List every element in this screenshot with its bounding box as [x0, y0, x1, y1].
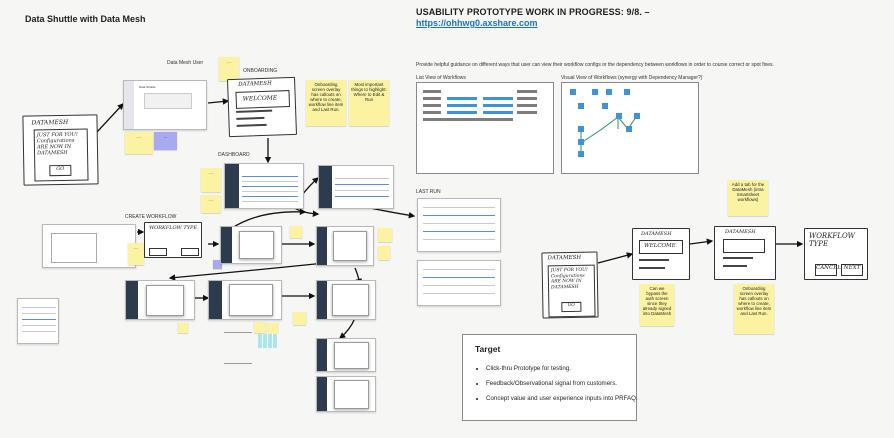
welcome-right-title: DATAMESH [641, 231, 672, 237]
sticky-config-3 [267, 323, 278, 334]
last-run-label: LAST RUN [416, 189, 441, 195]
sticky-note-1: ... [125, 132, 153, 154]
data-mesh-user-label: Data Mesh User [167, 60, 204, 66]
create-workflow-screen [42, 224, 136, 268]
sketch-cancel-button: CANCEL [815, 264, 841, 276]
sticky-bypass-auth: Can we bypass the auth screen since they… [640, 284, 674, 326]
sticky-dashboard-2: ... [201, 195, 221, 213]
create-workflow-label: CREATE WORKFLOW [125, 214, 177, 220]
sticky-create-5 [378, 246, 390, 260]
workflow-type-small-text: WORKFLOW TYPE [149, 225, 198, 231]
workflow-type-sketch-small: WORKFLOW TYPE [144, 222, 202, 258]
board-title: Data Shuttle with Data Mesh [25, 14, 146, 24]
right-sketch-dialog: JUST FOR YOU! Configurations ARE NOW IN … [547, 264, 596, 318]
status-title: USABILITY PROTOTYPE WORK IN PROGRESS: 9/… [416, 7, 650, 17]
last-run-screen-2 [417, 260, 501, 306]
sticky-note-3: ... [219, 57, 239, 81]
target-bullets: Click-thru Prototype for testing. Feedba… [475, 365, 644, 410]
onboarding-sketch-right: DATAMESH [714, 226, 776, 280]
sketch-next-button: NEXT [841, 264, 863, 276]
welcome-sketch-right: DATAMESH WELCOME [632, 228, 690, 280]
welcome-right-text: WELCOME [644, 243, 676, 249]
right-sketch-go: GO [561, 301, 582, 313]
right-sketch-just-for-you: JUST FOR YOU! Configurations ARE NOW IN … [550, 267, 588, 290]
mapping-table [224, 332, 252, 364]
target-bullet-3: Concept value and user experience inputs… [486, 395, 644, 402]
sticky-add-tab: Add a tab for the DataMesh (intra Smarts… [728, 180, 768, 216]
sketch-datamesh-text: DATAMESH [31, 118, 69, 127]
target-heading: Target [475, 344, 501, 354]
sticky-config-4 [293, 312, 306, 325]
onboarding-label: ONBOARDING [243, 68, 278, 74]
datamesh-home-screen: Data Shuttle [123, 80, 207, 130]
right-sketch-title: DATAMESH [547, 254, 582, 262]
sticky-dashboard-1: ... [201, 168, 221, 192]
sticky-create-4 [378, 228, 392, 242]
onboarding-sketch-title: DATAMESH [238, 80, 272, 88]
dashboard-screen-2 [318, 165, 394, 209]
target-bullet-2: Feedback/Observational signal from custo… [486, 380, 644, 387]
sticky-config-1 [178, 323, 188, 333]
sticky-create-2 [213, 260, 222, 269]
sketch-go-button: GO [49, 164, 72, 177]
onboarding-sketch: DATAMESH WELCOME [227, 76, 297, 138]
workflow-type-sketch: WORKFLOW TYPE CANCEL NEXT [804, 228, 868, 280]
list-view-label: List View of Workflows [416, 75, 466, 81]
sticky-config-2 [254, 322, 265, 333]
config-screen-1 [125, 280, 195, 320]
stack-screen-1 [316, 338, 376, 372]
workflow-type-text: WORKFLOW TYPE [809, 232, 855, 248]
onboarding-welcome-box: WELCOME [235, 90, 291, 109]
dashboard-screen [224, 163, 304, 209]
mapping-columns [258, 334, 278, 348]
onboarding-right-title: DATAMESH [725, 229, 756, 235]
intro-sketch: DATAMESH JUST FOR YOU! Configurations AR… [22, 114, 99, 186]
sticky-onboarding-overlay-right: Onboarding screen overlay has callouts o… [734, 284, 774, 334]
sticky-note-2: ... [154, 132, 177, 150]
sticky-create-3 [290, 226, 302, 238]
sketch-dialog: JUST FOR YOU! Configurations ARE NOW IN … [33, 128, 89, 182]
stack-screen-2 [316, 376, 376, 412]
sticky-onboarding-overlay: Onboarding screen overlay has callouts o… [306, 80, 346, 126]
onboarding-welcome-text: WELCOME [242, 94, 278, 103]
create-step-screen-2 [316, 226, 374, 266]
sticky-create-1: ... [128, 243, 144, 265]
prototype-link[interactable]: https://ohhwg0.axshare.com [416, 18, 538, 28]
last-run-screen-1 [417, 198, 501, 252]
visual-view-label: Visual View of Workflows (synergy with D… [561, 75, 703, 81]
target-bullet-1: Click-thru Prototype for testing. [486, 365, 644, 372]
config-screen-3 [316, 280, 376, 320]
intro-sketch-right: DATAMESH JUST FOR YOU! Configurations AR… [541, 251, 599, 319]
auth-dialog-screen [17, 298, 59, 344]
visual-view-panel [561, 82, 699, 174]
target-box: Target Click-thru Prototype for testing.… [462, 334, 638, 421]
guidance-text: Provide helpful guidance on different wa… [416, 62, 774, 68]
dashboard-label: DASHBOARD [218, 152, 250, 158]
sketch-just-for-you: JUST FOR YOU! Configurations ARE NOW IN … [36, 131, 78, 157]
config-screen-2 [208, 280, 282, 320]
sticky-most-important: Most important things to highlight: Wher… [349, 80, 389, 126]
create-step-screen-1 [220, 226, 282, 264]
list-view-panel [416, 82, 554, 174]
